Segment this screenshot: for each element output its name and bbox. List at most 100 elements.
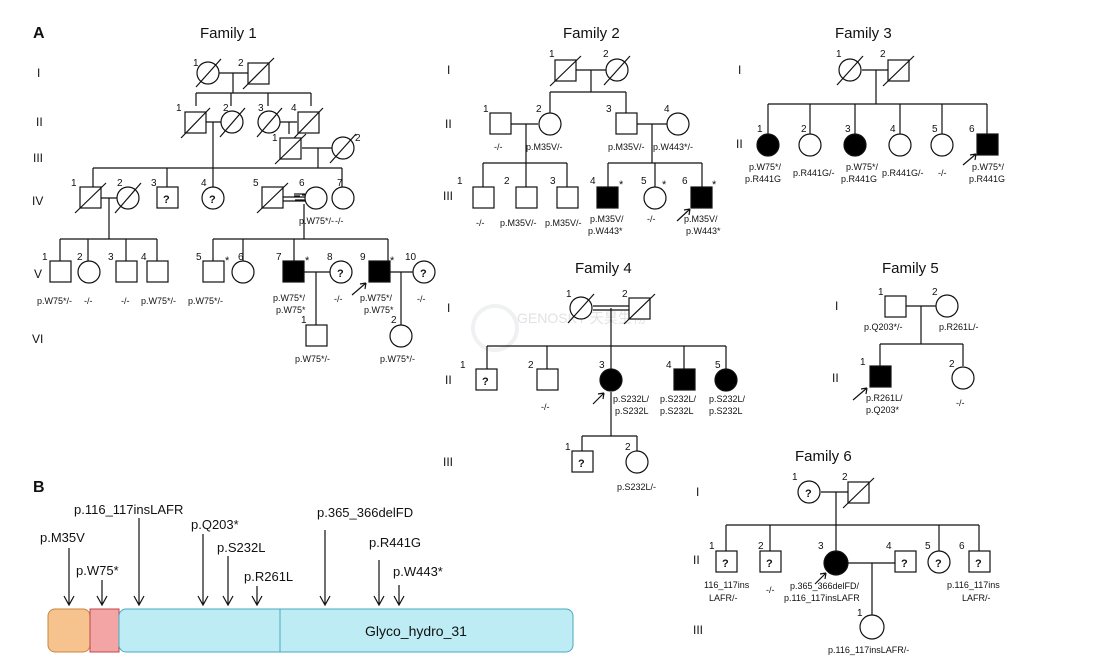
individual-number: 4 [886,541,892,552]
genotype-label: -/- [121,296,130,306]
individual-number: 5 [715,360,721,371]
genotype-label: p.R261L/ [866,393,903,403]
individual-number: 5 [641,176,647,187]
female-affected [756,133,780,157]
genotype-label: -/- [938,168,947,178]
individual-number: 4 [291,103,297,114]
mutation-label: p.Q203* [191,517,239,532]
female-carrier [304,186,328,210]
individual-number: 3 [845,124,851,135]
male [49,260,72,283]
proband-arrow-icon [814,572,827,585]
family-1-title: Family 1 [200,25,257,42]
individual-number: 2 [603,49,609,60]
mutation-arrow-r261l: p.R261L [244,569,293,607]
individual-number: 2 [528,360,534,371]
male-affected [596,186,619,209]
individual-number: 1 [857,608,863,619]
genotype-label: -/- [476,218,485,228]
unknown-mark: ? [766,558,773,570]
individual-number: 1 [757,124,763,135]
pedigree-family-6: Family 6 I II III ? 1 2 ? ? ? ? ? 1 2 3 … [693,448,1000,655]
generation-label: I [835,299,838,313]
individual-number: 3 [258,103,264,114]
genotype-label: p.W75* [276,305,306,315]
genotype-label: -/- [84,296,93,306]
female [77,260,101,284]
generation-label: I [738,63,741,77]
male-affected [673,368,696,391]
star-mark: * [225,255,230,267]
generation-label: III [443,455,453,469]
individual-number: 5 [253,178,259,189]
panel-label-a: A [33,25,45,42]
female-unknown [412,260,436,284]
signal-peptide-region [47,608,91,653]
individual-number: 6 [959,541,965,552]
family-3-title: Family 3 [835,25,892,42]
female [625,450,649,474]
male-unknown [715,550,738,573]
proband-arrow-icon [962,153,977,166]
domain-label: Glyco_hydro_31 [365,623,467,639]
generation-label: I [447,301,450,315]
mutation-label: p.116_117insLAFR [74,502,183,517]
individual-number: 3 [818,541,824,552]
genotype-label: p.Q203* [866,405,900,415]
unknown-mark: ? [209,194,216,206]
male [556,186,579,209]
female [888,133,912,157]
individual-number: 1 [483,104,489,115]
individual-number: 2 [536,104,542,115]
genotype-label: p.W443* [588,226,623,236]
female [643,186,667,210]
male [305,324,328,347]
unknown-mark: ? [420,268,427,280]
mutation-arrow-s232l: p.S232L [217,540,265,607]
genotype-label: p.W75*/- [299,216,334,226]
mutation-arrow-w443: p.W443* [393,564,443,607]
individual-number: 1 [709,541,715,552]
individual-number: 8 [327,252,333,263]
individual-number: 2 [758,541,764,552]
pedigree-family-4: Family 4 I II III 1 2 ? 1 2 3 4 5 -/- p.… [443,260,746,492]
mutation-label: p.R261L [244,569,293,584]
genotype-label: LAFR/- [709,593,738,603]
individual-number: 1 [549,49,555,60]
mutation-label: p.R441G [369,535,421,550]
male-unknown [156,186,179,209]
individual-number: 1 [878,287,884,298]
genotype-label: p.S232L [615,406,649,416]
genotype-label: p.S232L [709,406,743,416]
mutation-arrow-m35v: p.M35V [40,530,85,607]
genotype-label: p.W75*/ [972,162,1005,172]
generation-label: V [34,267,42,281]
mutation-label: p.M35V [40,530,85,545]
individual-number: 4 [590,176,596,187]
generation-label: III [33,151,43,165]
genotype-label: p.M35V/- [608,142,645,152]
male-unknown [475,368,498,391]
genotype-label: p.Q203*/- [864,322,903,332]
genotype-label: -/- [766,585,775,595]
individual-number: 1 [565,442,571,453]
genotype-label: p.R441G [841,174,877,184]
individual-number: 4 [664,104,670,115]
transmembrane-region [89,608,120,653]
genotype-label: p.W75*/- [37,296,72,306]
unknown-mark: ? [901,558,908,570]
female-affected [843,133,867,157]
female-carrier [538,112,562,136]
genotype-label: 116_117ins [704,580,750,590]
mutation-arrow-r441g: p.R441G [369,535,421,607]
genotype-label: p.S232L/ [660,394,697,404]
individual-number: 3 [599,360,605,371]
male-affected-proband [869,365,892,388]
genotype-label: p.116_117ins [947,580,1000,590]
female-carrier [666,112,690,136]
genotype-label: p.W75*/ [360,293,393,303]
individual-number: 1 [860,357,866,368]
generation-label: VI [32,332,43,346]
genotype-label: p.R441G [745,174,781,184]
genotype-label: p.116_117insLAFR [784,593,860,603]
